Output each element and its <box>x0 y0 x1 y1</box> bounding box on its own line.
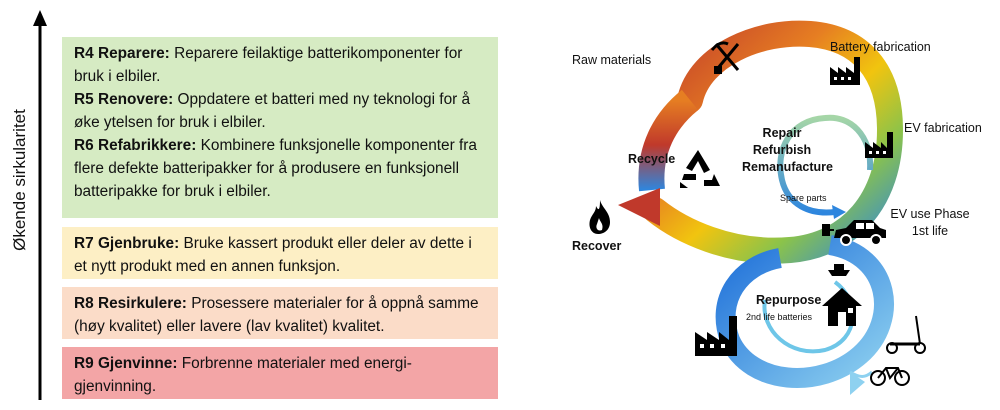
repair-loop <box>777 114 874 216</box>
r4-entry: R4 Reparere: Reparere feilaktige batteri… <box>74 45 463 85</box>
label-second-life: 2nd life batteries <box>746 312 813 322</box>
r6-entry: R6 Refabrikkere: Kombinere funksjonelle … <box>74 137 477 200</box>
car-icon <box>834 220 886 246</box>
r8-entry: R8 Resirkulere: Prosessere materialer fo… <box>74 295 479 335</box>
house-icon <box>822 288 862 326</box>
primary-loop <box>642 20 904 264</box>
r-levels-box-green: R4 Reparere: Reparere feilaktige batteri… <box>62 37 498 218</box>
scooter-icon <box>886 315 926 354</box>
label-recover: Recover <box>572 239 622 253</box>
axis-label: Økende sirkularitet <box>10 109 29 251</box>
recycle-loop <box>638 89 699 192</box>
label-first-life: 1st life <box>911 224 949 238</box>
circular-lifecycle-diagram: Raw materials Battery fabrication EV fab… <box>560 0 1000 405</box>
factory-icon <box>830 57 860 85</box>
r7-box: R7 Gjenbruke: Bruke kassert produkt elle… <box>62 227 498 279</box>
label-ev-fabrication: EV fabrication <box>904 121 982 135</box>
increasing-circularity-arrow <box>33 10 47 400</box>
label-repair-group: Repair Refurbish Remanufacture <box>742 125 833 176</box>
label-repair: Repair <box>762 126 802 140</box>
r9-entry: R9 Gjenvinne: Forbrenne materialer med e… <box>74 355 412 395</box>
label-ev-use-phase: EV use Phase <box>890 207 970 221</box>
ship-icon <box>828 264 850 276</box>
bike-pointer <box>849 370 873 378</box>
recover-arrowhead <box>618 188 660 226</box>
r7-entry: R7 Gjenbruke: Bruke kassert produkt elle… <box>74 235 472 275</box>
fire-icon <box>589 200 610 234</box>
label-remanufacture: Remanufacture <box>742 160 833 174</box>
r9-box: R9 Gjenvinne: Forbrenne materialer med e… <box>62 347 498 399</box>
bicycle-icon <box>870 367 910 386</box>
lifecycle-loops <box>589 20 926 395</box>
recycle-icon <box>680 150 720 188</box>
r5-entry: R5 Renovere: Oppdatere et batteri med ny… <box>74 91 471 131</box>
label-repurpose: Repurpose <box>756 293 822 307</box>
r8-box: R8 Resirkulere: Prosessere materialer fo… <box>62 287 498 339</box>
label-ev-use-group: EV use Phase 1st life <box>890 206 970 240</box>
second-life-loop <box>715 235 894 388</box>
repair-arrowhead <box>832 205 846 219</box>
label-refurbish: Refurbish <box>752 143 812 157</box>
label-raw-materials: Raw materials <box>572 53 652 67</box>
factory-icon <box>865 132 893 158</box>
label-spare-parts: Spare parts <box>780 193 827 203</box>
label-recycle: Recycle <box>628 152 676 166</box>
plug-icon <box>822 224 834 236</box>
label-battery-fabrication: Battery fabrication <box>830 40 931 54</box>
lower-arrowhead <box>850 372 865 395</box>
pickaxe-shovel-icon <box>710 41 740 74</box>
factory-icon <box>695 316 737 356</box>
